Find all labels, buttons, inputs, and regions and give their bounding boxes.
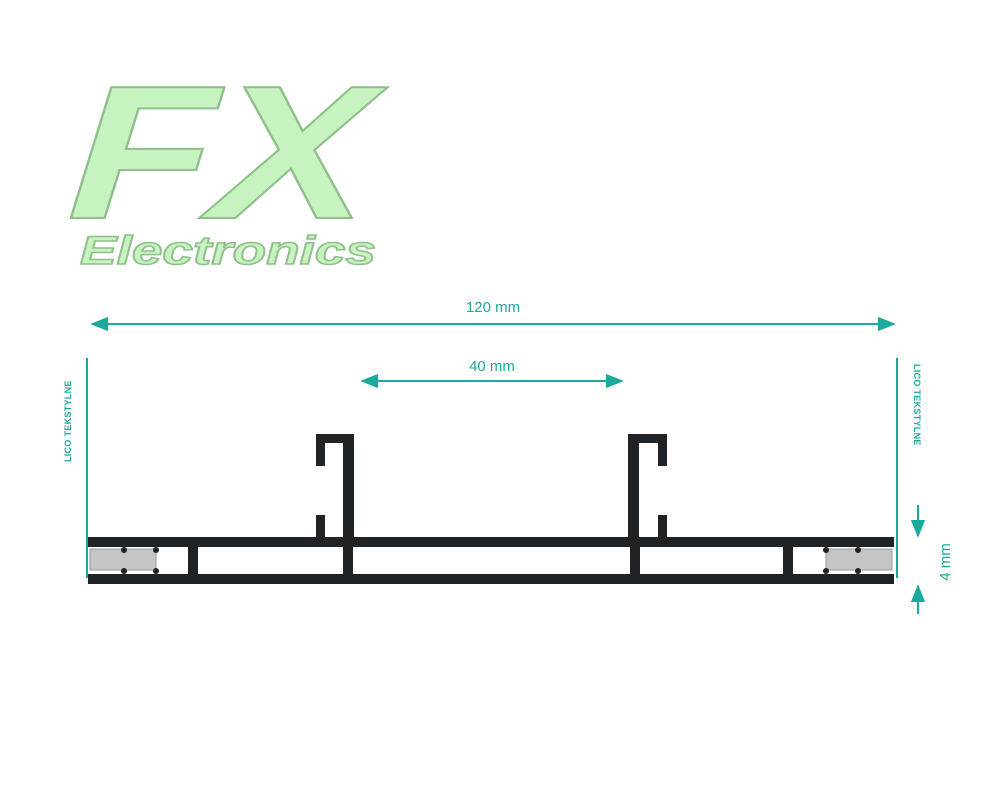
left-channel-bottom-lip [316,515,325,537]
left-gasket [89,547,159,574]
left-gasket-notch-bottom-a [121,568,127,574]
left-gasket-notch-top-b [153,547,159,553]
left-channel-top-flange [316,434,354,443]
right-gasket-notch-top-a [823,547,829,553]
right-channel-web [628,434,639,537]
right-channel-bottom-lip [658,515,667,537]
thickness-dimension: 4 mm [910,505,954,614]
right-fabric-label: LICO TEKSTYLNE [912,364,922,446]
left-channel-web [343,434,354,537]
left-fabric-label: LICO TEKSTYLNE [63,380,73,462]
right-gasket-notch-top-b [855,547,861,553]
thickness-label: 4 mm [937,543,954,581]
profile-rib-left [188,547,198,574]
profile-rib-center-right [630,547,640,574]
fx-electronics-logo: FX Electronics [63,46,392,274]
right-channel [628,434,667,537]
right-gasket-notch-bottom-b [855,568,861,574]
overall-width-label: 120 mm [466,299,520,316]
right-channel-top-flange [628,434,667,443]
left-channel [316,434,354,537]
right-extension: LICO TEKSTYLNE [896,358,922,578]
channel-spacing-label: 40 mm [469,358,515,375]
overall-width-dimension: 120 mm [90,299,896,332]
left-extension: LICO TEKSTYLNE [63,358,88,578]
profile-bottom-plate [88,574,894,584]
aluminium-profile [88,434,894,584]
channel-spacing-dimension: 40 mm [360,358,624,389]
logo-word: Electronics [80,229,376,273]
profile-rib-right [783,547,793,574]
left-gasket-notch-bottom-b [153,568,159,574]
right-gasket [823,547,893,574]
profile-rib-center-left [343,547,353,574]
profile-top-plate [88,537,894,547]
left-gasket-notch-top-a [121,547,127,553]
left-channel-top-lip [316,434,325,466]
right-channel-top-lip [658,434,667,466]
logo-mark: FX [64,47,391,259]
right-gasket-notch-bottom-a [823,568,829,574]
